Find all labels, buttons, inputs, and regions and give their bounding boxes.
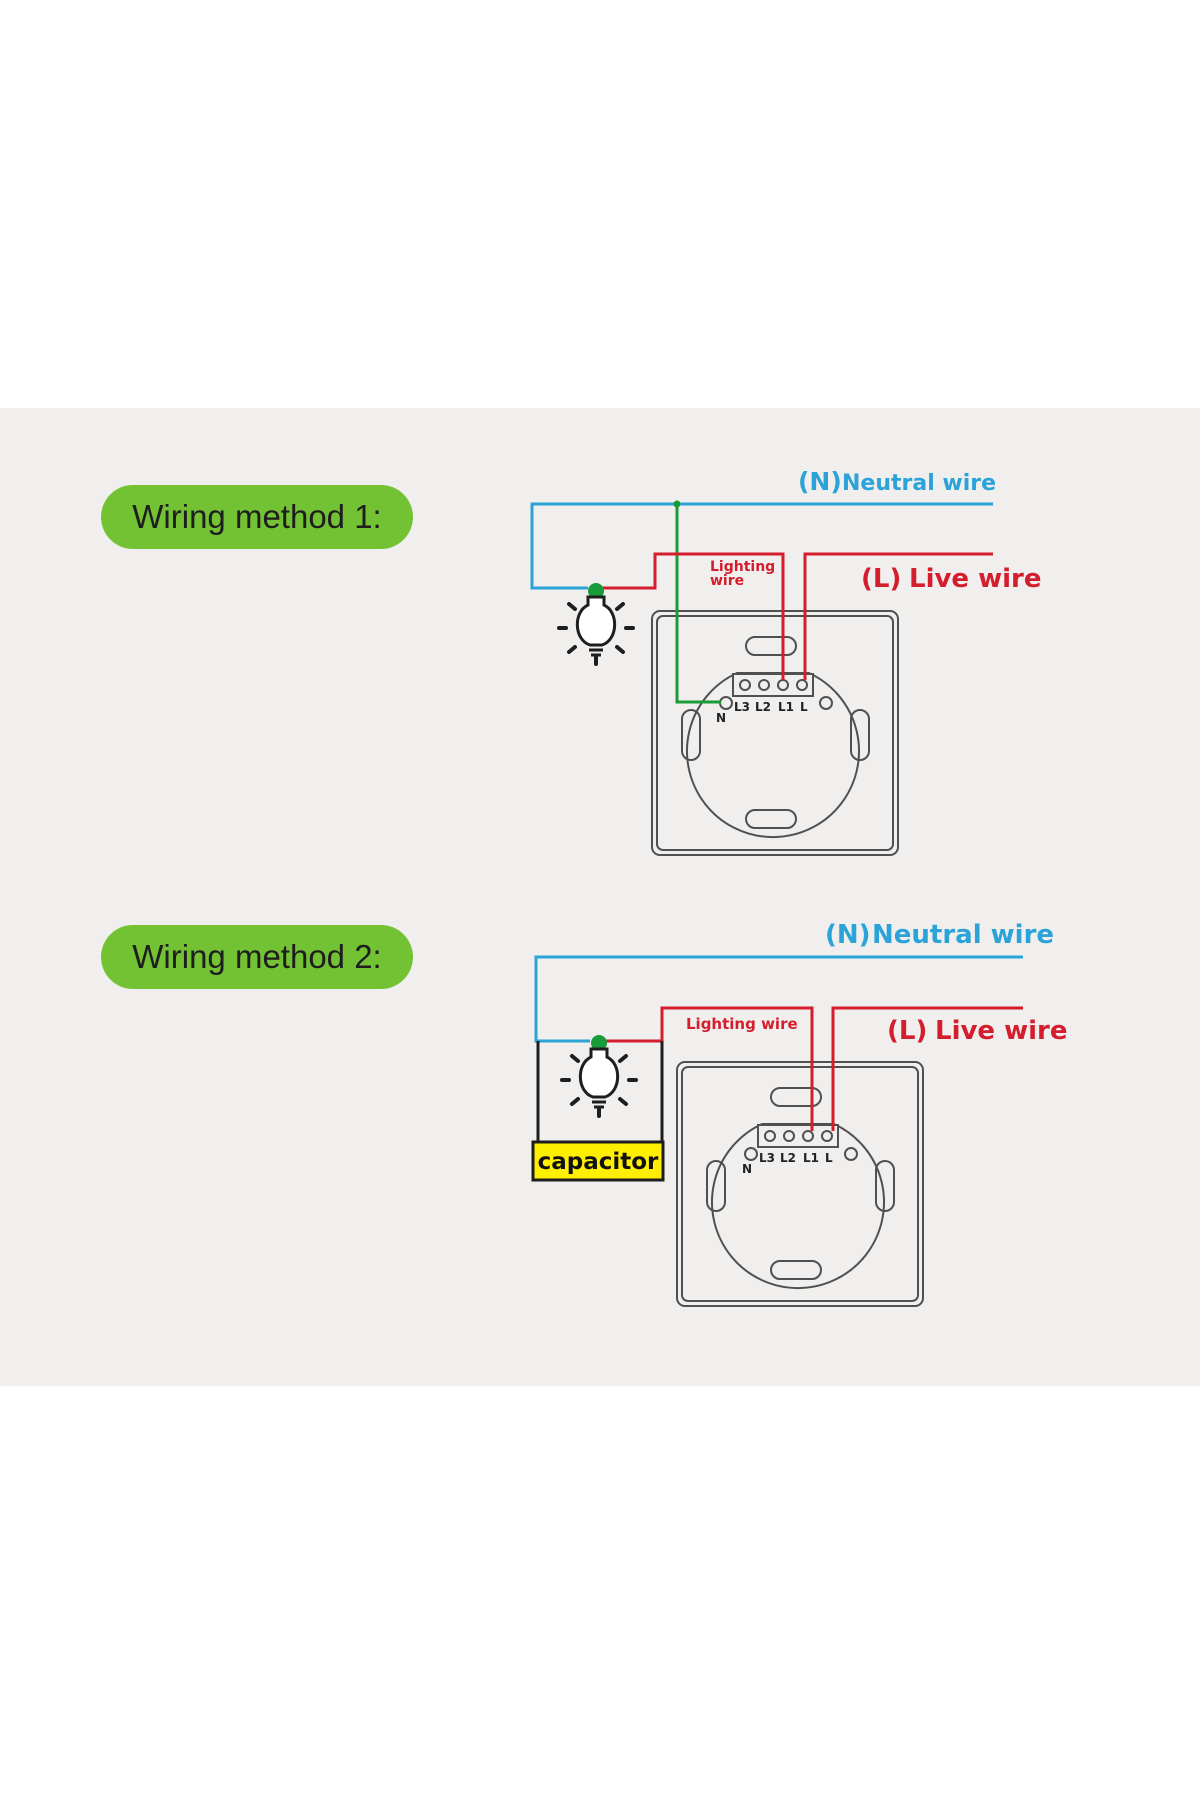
terminal-label-l1-1: L1: [778, 700, 794, 714]
capacitor-label: capacitor: [538, 1149, 659, 1175]
terminal-label-n-2: N: [742, 1162, 752, 1176]
terminal-label-l2-2: L2: [780, 1151, 796, 1165]
live-tag-2: (L): [887, 1016, 927, 1046]
light-bulb-icon: [560, 1035, 638, 1118]
diagram-panel: [0, 408, 1200, 1386]
terminal-n-2: [744, 1147, 758, 1161]
wiring-method-1-title: Wiring method 1:: [132, 498, 382, 535]
terminal-label-l3-1: L3: [734, 700, 750, 714]
lighting-wire-1: [600, 552, 785, 680]
wiring-method-2-title: Wiring method 2:: [132, 938, 382, 975]
switch-plate-1: L3 L2 L1 L N: [651, 610, 899, 856]
terminal-label-l-2: L: [825, 1151, 833, 1165]
terminal-label-l3-2: L3: [759, 1151, 775, 1165]
wiring-method-1-label: Wiring method 1:: [101, 485, 413, 549]
terminal-label-l-1: L: [800, 700, 808, 714]
lighting-label-1a: Lighting: [710, 559, 775, 575]
light-bulb-icon: [557, 583, 635, 666]
terminal-n-1: [719, 696, 733, 710]
neutral-link-wire-1: [675, 504, 721, 704]
lighting-wire-2: [605, 1006, 814, 1131]
lighting-label-2: Lighting wire: [686, 1015, 798, 1033]
live-tag-1: (L): [861, 564, 901, 594]
switch-plate-2: L3 L2 L1 L N: [676, 1061, 924, 1307]
live-label-2: Live wire: [935, 1016, 1068, 1046]
live-label-1: Live wire: [909, 564, 1042, 594]
lighting-label-1b: wire: [710, 573, 744, 589]
terminal-label-n-1: N: [716, 711, 726, 725]
wiring-method-2-label: Wiring method 2:: [101, 925, 413, 989]
wiring-method-1-diagram: L3 L2 L1 L N: [530, 467, 1042, 856]
live-wire-1: [803, 552, 993, 680]
wiring-method-2-diagram: L3 L2 L1 L N capacitor: [531, 920, 1068, 1307]
neutral-tag-1: (N): [798, 467, 842, 496]
neutral-wire-2: [534, 955, 1023, 1043]
neutral-label-1: Neutral wire: [842, 471, 996, 496]
live-wire-2: [831, 1006, 1023, 1131]
neutral-wire-1: [530, 502, 993, 590]
terminal-label-l1-2: L1: [803, 1151, 819, 1165]
neutral-tag-2: (N): [825, 920, 871, 950]
neutral-label-2: Neutral wire: [872, 920, 1054, 950]
capacitor-box: capacitor: [531, 1041, 665, 1182]
terminal-label-l2-1: L2: [755, 700, 771, 714]
